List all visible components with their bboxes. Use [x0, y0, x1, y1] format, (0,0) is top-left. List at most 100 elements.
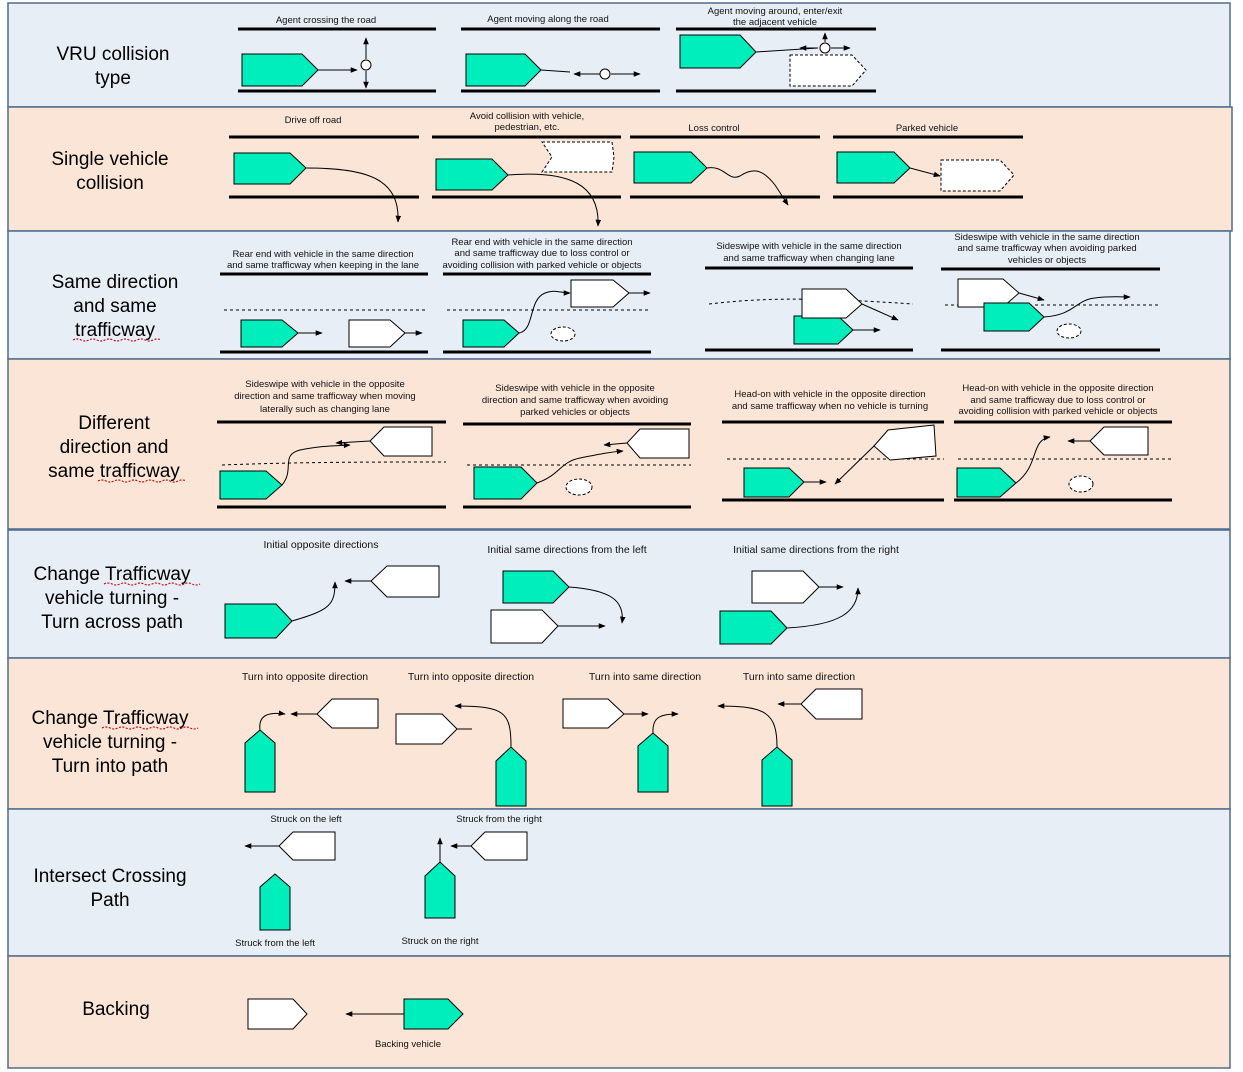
- diff-head-on-loss-panel: Head-on with vehicle in the opposite dir…: [954, 383, 1172, 502]
- svg-text:Struck on the left: Struck on the left: [270, 814, 342, 825]
- svg-text:the adjacent vehicle: the adjacent vehicle: [733, 17, 817, 28]
- svg-text:Sideswipe with vehicle in the: Sideswipe with vehicle in the same direc…: [716, 241, 901, 252]
- svg-text:Backing: Backing: [82, 999, 150, 1020]
- intersect-right-panel: Struck from the right Struck on the righ…: [401, 814, 542, 947]
- svg-text:Turn into path: Turn into path: [52, 756, 169, 777]
- into-same-1-panel: Turn into same direction: [562, 671, 701, 793]
- single-avoid-panel: Avoid collision with vehicle, pedestrian…: [432, 111, 621, 227]
- into-opposite-2-panel: Turn into opposite direction: [395, 671, 534, 807]
- same-sideswipe-parked-panel: Sideswipe with vehicle in the same direc…: [941, 232, 1160, 352]
- svg-text:Sideswipe with vehicle in the: Sideswipe with vehicle in the opposite: [245, 379, 404, 390]
- svg-text:Agent moving along the road: Agent moving along the road: [487, 14, 608, 25]
- same-rear-end-loss-panel: Rear end with vehicle in the same direct…: [442, 237, 651, 354]
- into-opposite-1-panel: Turn into opposite direction: [242, 671, 379, 793]
- svg-text:and same trafficway when keepi: and same trafficway when keeping in the …: [227, 260, 419, 271]
- row-label-into: Change Trafficway vehicle turning - Turn…: [31, 708, 199, 777]
- svg-text:collision: collision: [76, 173, 144, 194]
- svg-text:Turn into same direction: Turn into same direction: [743, 671, 855, 683]
- svg-text:Turn into opposite direction: Turn into opposite direction: [242, 671, 368, 683]
- svg-text:vehicle turning -: vehicle turning -: [43, 732, 177, 753]
- single-drive-off-panel: Drive off road: [229, 115, 419, 223]
- svg-text:Head-on with vehicle in the op: Head-on with vehicle in the opposite dir…: [962, 383, 1153, 394]
- svg-text:Sideswipe with vehicle in the: Sideswipe with vehicle in the same direc…: [954, 232, 1139, 243]
- svg-text:laterally such as changing lan: laterally such as changing lane: [260, 404, 390, 415]
- subject-vehicle: [241, 53, 319, 87]
- svg-text:avoiding collision with parked: avoiding collision with parked vehicle o…: [958, 406, 1157, 417]
- row-backing-background: [7, 955, 1231, 1069]
- row-label-across: Change Trafficway vehicle turning - Turn…: [33, 564, 201, 633]
- svg-text:type: type: [95, 68, 131, 89]
- adjacent-vehicle: [789, 54, 867, 87]
- same-sideswipe-lane-panel: Sideswipe with vehicle in the same direc…: [705, 241, 914, 352]
- row-single-background: [7, 106, 1233, 232]
- svg-text:Avoid collision with vehicle,: Avoid collision with vehicle,: [470, 111, 584, 122]
- svg-text:same trafficway: same trafficway: [48, 461, 180, 482]
- row-label-same: Same direction and same trafficway: [52, 272, 179, 342]
- svg-text:Struck from the right: Struck from the right: [456, 814, 542, 825]
- svg-text:and same: and same: [73, 296, 156, 317]
- subject-vehicle: [465, 53, 542, 87]
- svg-text:Loss control: Loss control: [688, 123, 739, 134]
- svg-text:Change Trafficway: Change Trafficway: [33, 564, 191, 585]
- vru-crossing-panel: Agent crossing the road: [238, 15, 436, 93]
- svg-text:Change Trafficway: Change Trafficway: [31, 708, 189, 729]
- across-same-right-panel: Initial same directions from the right: [719, 544, 899, 645]
- diff-sideswipe-lateral-panel: Sideswipe with vehicle in the opposite d…: [217, 379, 447, 509]
- single-loss-control-panel: Loss control: [630, 123, 820, 206]
- svg-text:Struck on the right: Struck on the right: [401, 936, 478, 947]
- svg-text:Parked vehicle: Parked vehicle: [896, 123, 958, 134]
- subject-vehicle: [679, 34, 757, 69]
- svg-text:Initial opposite directions: Initial opposite directions: [264, 539, 379, 551]
- backing-panel: Backing vehicle: [247, 998, 464, 1050]
- svg-text:VRU collision: VRU collision: [57, 44, 170, 65]
- svg-text:Initial same directions from t: Initial same directions from the left: [487, 544, 646, 556]
- row-label-intersect: Intersect Crossing Path: [33, 866, 186, 911]
- across-same-left-panel: Initial same directions from the left: [487, 544, 647, 644]
- svg-text:and same trafficway due to los: and same trafficway due to loss control …: [970, 395, 1145, 406]
- svg-text:Different: Different: [78, 413, 150, 434]
- svg-text:Agent crossing the road: Agent crossing the road: [276, 15, 376, 26]
- row-label-backing: Backing: [82, 999, 150, 1020]
- svg-text:Turn into same direction: Turn into same direction: [589, 671, 701, 683]
- svg-text:vehicles or objects: vehicles or objects: [1008, 255, 1086, 266]
- row-intersect-background: [7, 808, 1231, 957]
- svg-text:Drive off road: Drive off road: [285, 115, 342, 126]
- vru-around-panel: Agent moving around, enter/exit the adja…: [676, 6, 876, 93]
- svg-text:direction and: direction and: [60, 437, 169, 458]
- diff-head-on-panel: Head-on with vehicle in the opposite dir…: [722, 389, 944, 502]
- svg-text:Struck from the left: Struck from the left: [235, 938, 315, 949]
- svg-text:trafficway: trafficway: [75, 320, 155, 341]
- svg-text:direction and same trafficway: direction and same trafficway when avoid…: [482, 395, 668, 406]
- svg-text:parked vehicles or objects: parked vehicles or objects: [520, 407, 630, 418]
- row-label-single: Single vehicle collision: [51, 149, 168, 194]
- into-same-2-panel: Turn into same direction: [717, 671, 863, 807]
- svg-text:pedestrian, etc.: pedestrian, etc.: [495, 122, 560, 133]
- svg-text:Initial same directions from t: Initial same directions from the right: [733, 544, 899, 556]
- svg-text:Rear end with vehicle in the s: Rear end with vehicle in the same direct…: [451, 237, 632, 248]
- vru-along-panel: Agent moving along the road: [461, 14, 660, 93]
- svg-text:direction and same trafficway: direction and same trafficway when movin…: [234, 391, 415, 402]
- svg-text:Agent moving around, enter/exi: Agent moving around, enter/exit: [708, 6, 843, 17]
- svg-text:Path: Path: [90, 890, 129, 911]
- row-across-background: [7, 529, 1231, 659]
- svg-text:avoiding collision with parked: avoiding collision with parked vehicle o…: [442, 260, 641, 271]
- svg-text:Intersect Crossing: Intersect Crossing: [33, 866, 186, 887]
- svg-text:Rear end with vehicle in the s: Rear end with vehicle in the same direct…: [232, 249, 413, 260]
- svg-text:Backing vehicle: Backing vehicle: [375, 1039, 441, 1050]
- across-opposite-panel: Initial opposite directions: [224, 539, 440, 639]
- single-parked-panel: Parked vehicle: [833, 123, 1023, 199]
- intersect-left-panel: Struck on the left Struck from the left: [235, 814, 342, 949]
- svg-text:Same direction: Same direction: [52, 272, 179, 293]
- svg-text:and same trafficway when chang: and same trafficway when changing lane: [723, 253, 894, 264]
- svg-text:and same trafficway when avoid: and same trafficway when avoiding parked: [957, 243, 1136, 254]
- svg-text:and same trafficway due to los: and same trafficway due to loss control …: [454, 248, 629, 259]
- diff-sideswipe-avoid-panel: Sideswipe with vehicle in the opposite d…: [463, 383, 691, 509]
- svg-text:vehicle turning -: vehicle turning -: [45, 588, 179, 609]
- svg-text:Turn across path: Turn across path: [41, 612, 183, 633]
- svg-text:Single vehicle: Single vehicle: [51, 149, 168, 170]
- row-label-vru: VRU collision type: [57, 44, 170, 89]
- same-rear-end-lane-panel: Rear end with vehicle in the same direct…: [220, 249, 428, 354]
- svg-text:Head-on with vehicle in the op: Head-on with vehicle in the opposite dir…: [734, 389, 925, 400]
- svg-text:and same trafficway when no ve: and same trafficway when no vehicle is t…: [732, 401, 928, 412]
